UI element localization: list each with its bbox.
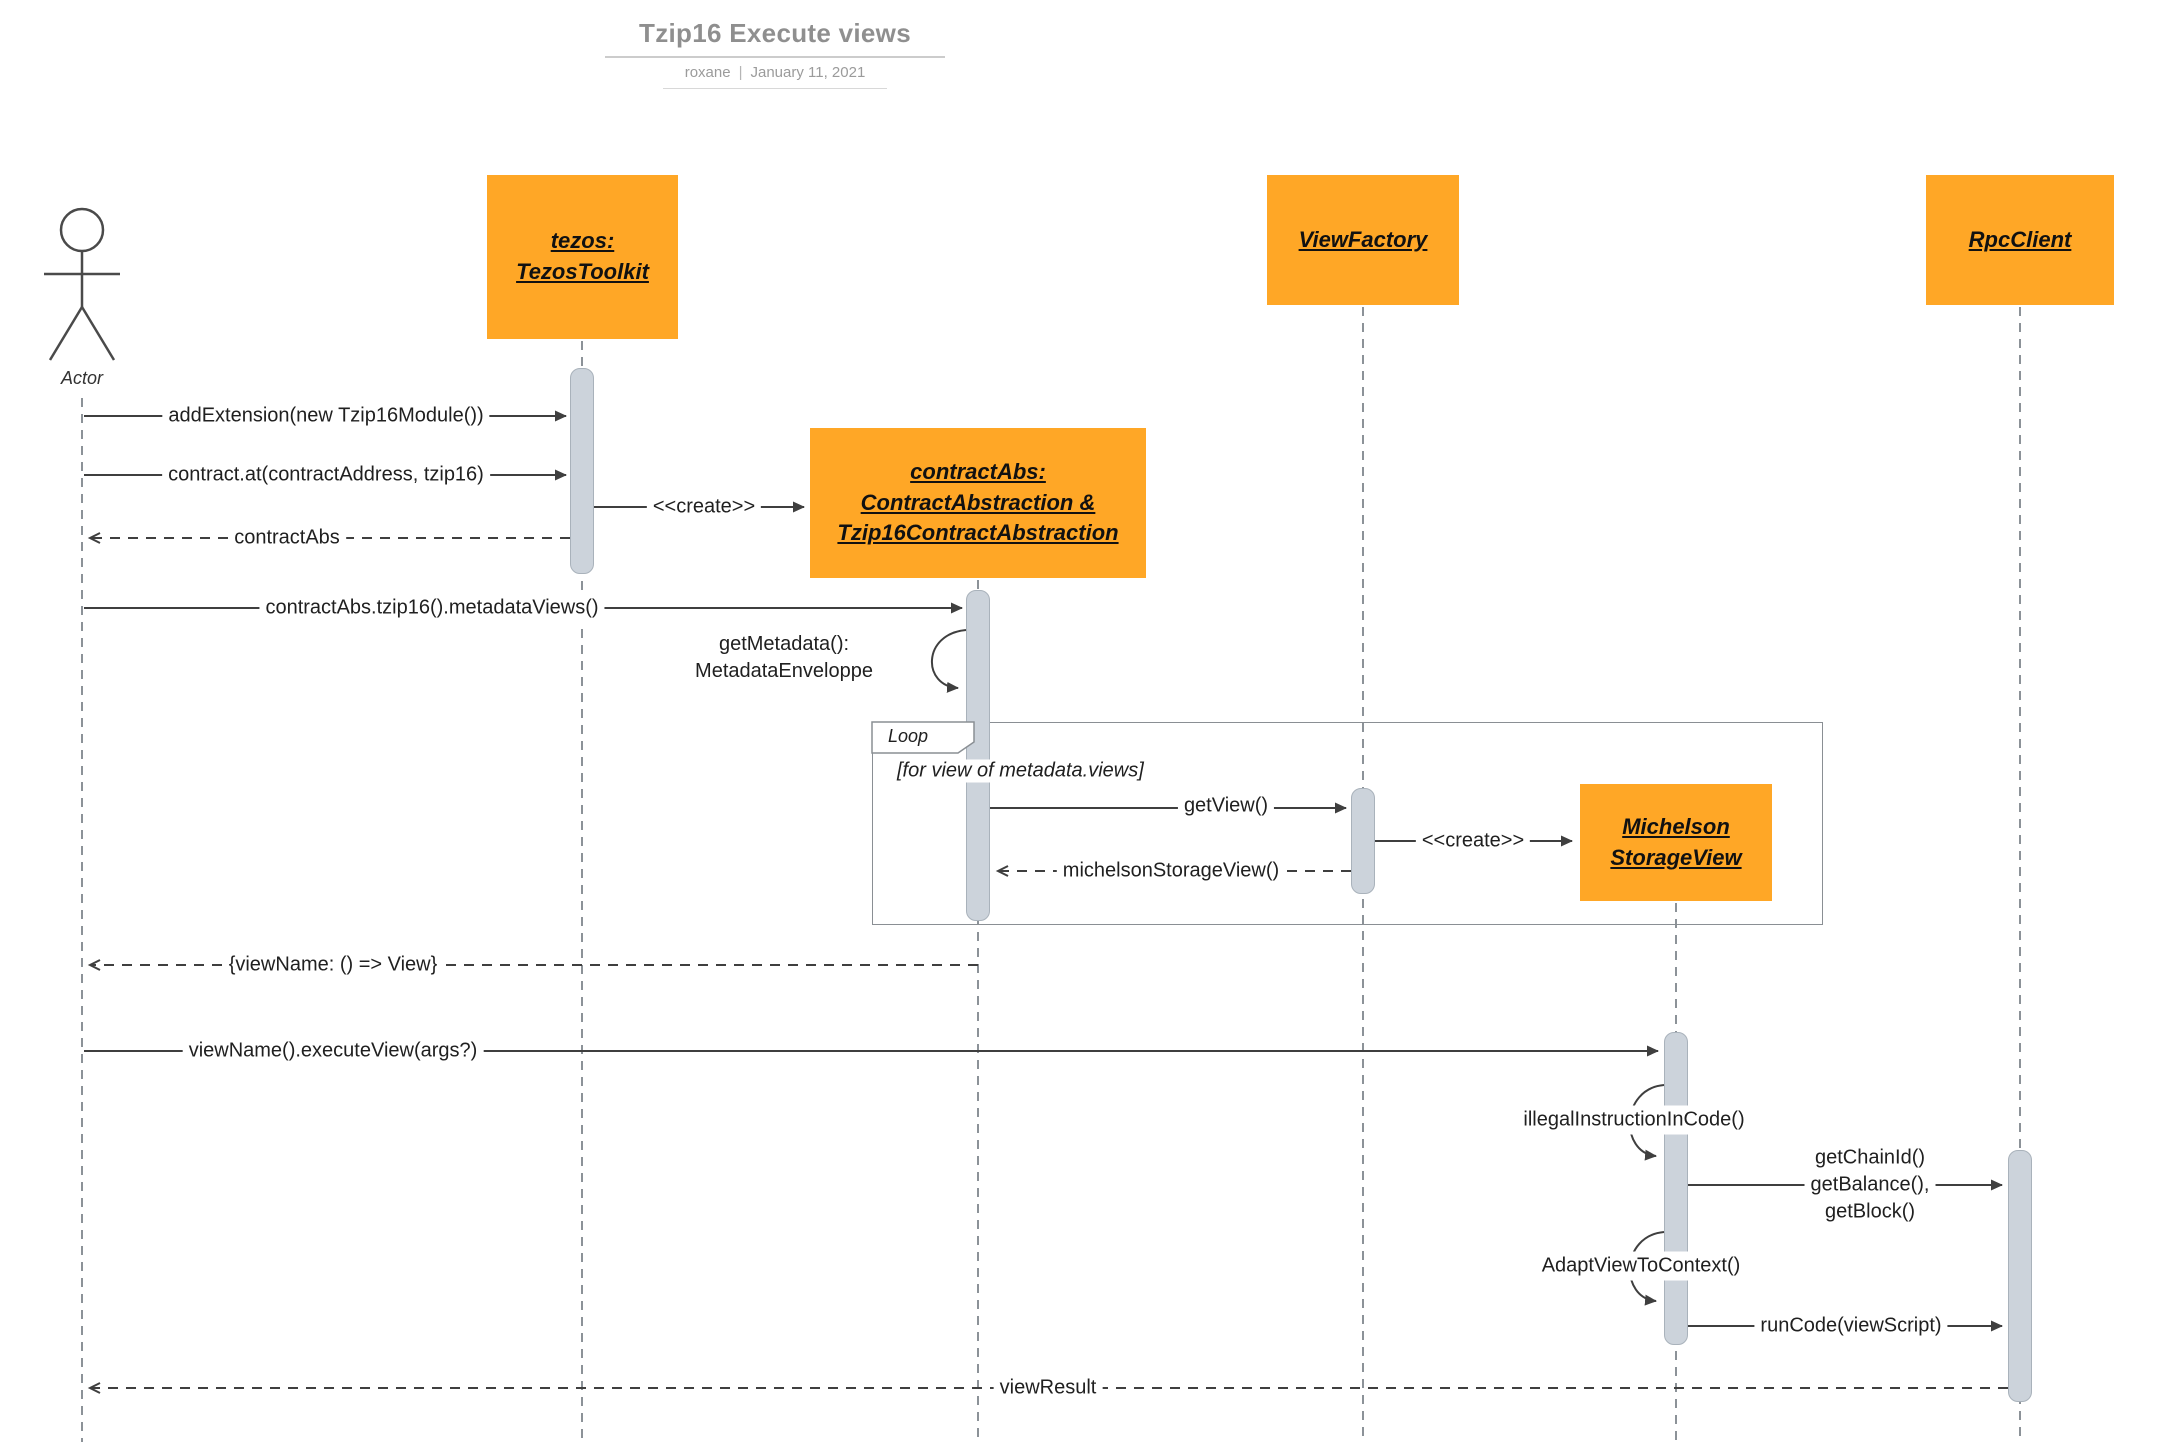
activation-contract-abs bbox=[966, 590, 990, 921]
subtitle-separator: | bbox=[738, 64, 743, 81]
message-label-execute-view: viewName().executeView(args?) bbox=[182, 1036, 484, 1066]
message-label-create-michelson: <<create>> bbox=[1415, 826, 1531, 856]
activation-tezos-toolkit bbox=[570, 368, 594, 574]
message-label-add-extension: addExtension(new Tzip16Module()) bbox=[162, 401, 490, 431]
activation-view-factory bbox=[1351, 788, 1375, 894]
actor-right-leg bbox=[80, 306, 116, 361]
message-label-get-metadata: getMetadata(): MetadataEnveloppe bbox=[689, 630, 879, 686]
participant-tezos-toolkit: tezos: TezosToolkit bbox=[487, 175, 678, 339]
actor-label: Actor bbox=[60, 368, 104, 388]
diagram-subtitle: roxane | January 11, 2021 bbox=[662, 62, 888, 89]
message-label-return-contract-abs: contractAbs bbox=[228, 523, 346, 553]
message-label-create-contract-abs: <<create>> bbox=[646, 492, 762, 522]
message-label-illegal-instruction: illegalInstructionInCode() bbox=[1517, 1105, 1751, 1135]
loop-fragment-frame bbox=[872, 722, 1823, 925]
participant-contract-abs: contractAbs: ContractAbstraction & Tzip1… bbox=[810, 428, 1146, 578]
message-label-rpc-reads: getChainId() getBalance(), getBlock() bbox=[1804, 1143, 1936, 1227]
message-label-get-view: getView() bbox=[1177, 791, 1275, 821]
message-label-contract-at: contract.at(contractAddress, tzip16) bbox=[162, 460, 490, 490]
activation-michelson-storage-view bbox=[1664, 1032, 1688, 1345]
actor-figure-icon bbox=[44, 207, 120, 361]
message-label-metadata-views: contractAbs.tzip16().metadataViews() bbox=[259, 593, 605, 623]
loop-fragment-title: Loop bbox=[888, 726, 929, 746]
message-label-adapt-view-to-context: AdaptViewToContext() bbox=[1535, 1251, 1747, 1281]
activation-rpc-client bbox=[2008, 1150, 2032, 1402]
participant-view-factory: ViewFactory bbox=[1267, 175, 1459, 305]
message-label-run-code: runCode(viewScript) bbox=[1754, 1311, 1948, 1341]
self-message-arrow-get-metadata bbox=[931, 629, 967, 693]
message-label-return-michelson: michelsonStorageView() bbox=[1056, 856, 1286, 886]
diagram-header: Tzip16 Execute views roxane | January 11, … bbox=[540, 18, 1010, 89]
participant-rpc-client: RpcClient bbox=[1926, 175, 2114, 305]
loop-fragment-condition: [for view of metadata.views] bbox=[893, 759, 1148, 783]
message-label-view-result: viewResult bbox=[993, 1373, 1103, 1403]
diagram-date: January 11, 2021 bbox=[750, 64, 866, 81]
diagram-title: Tzip16 Execute views bbox=[605, 18, 945, 58]
actor-left-leg bbox=[48, 306, 84, 361]
participant-michelson-storage-view: Michelson StorageView bbox=[1580, 784, 1772, 901]
diagram-author: roxane bbox=[684, 64, 731, 81]
message-label-return-view-map: {viewName: () => View} bbox=[222, 950, 444, 980]
actor-head bbox=[59, 207, 105, 253]
